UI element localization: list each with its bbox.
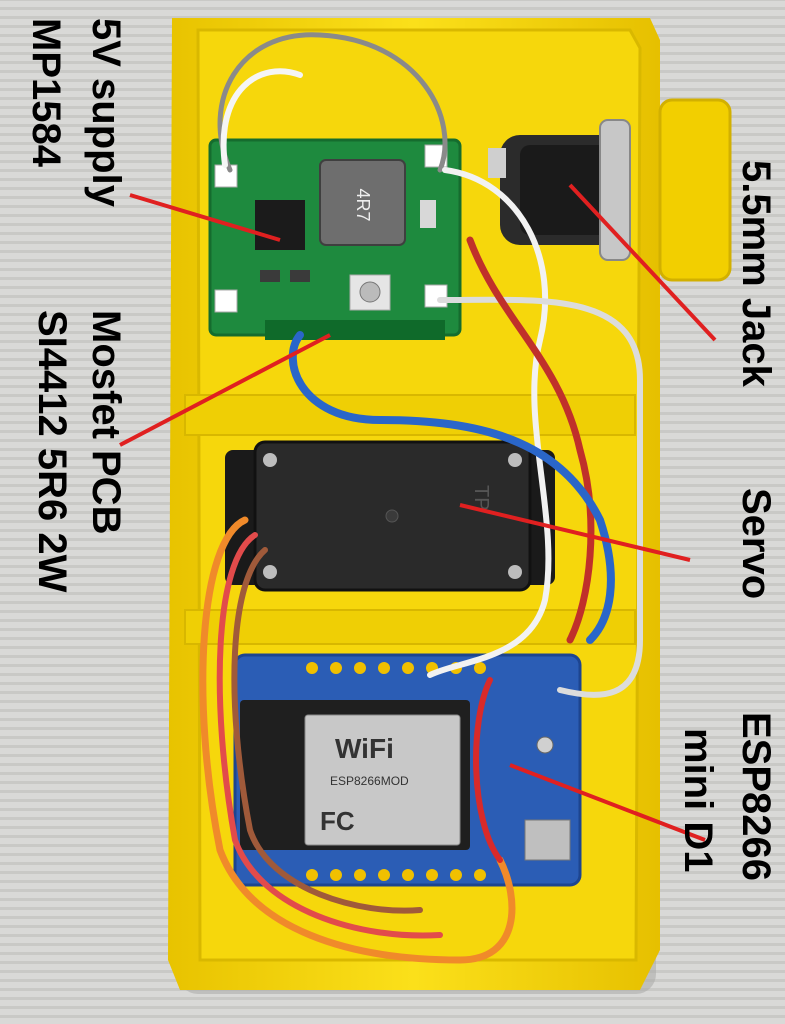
label-mp1584: MP1584 bbox=[24, 18, 68, 167]
label-mini-d1: mini D1 bbox=[676, 728, 720, 873]
fc-mark: FC bbox=[320, 806, 355, 836]
wires bbox=[199, 32, 643, 964]
divider-wall bbox=[184, 394, 636, 436]
jack-boss bbox=[658, 98, 732, 282]
supply-pointer-line bbox=[129, 193, 281, 242]
divider-wall bbox=[184, 609, 636, 645]
servo-pointer-line bbox=[459, 503, 691, 562]
label-jack: 5.5mm Jack bbox=[734, 160, 778, 387]
label-mosfet-pcb: Mosfet PCB bbox=[84, 310, 128, 535]
label-5v-supply: 5V supply bbox=[84, 18, 128, 207]
annotation-lines bbox=[119, 183, 717, 842]
mp1584-pcb: 4R7 bbox=[208, 138, 462, 340]
esp8266-d1-mini: WiFi ESP8266MOD FC bbox=[233, 653, 582, 887]
inductor-marking: 4R7 bbox=[353, 188, 373, 221]
esp-pointer-line bbox=[509, 763, 706, 842]
reset-button bbox=[536, 736, 554, 754]
jack-pointer-line bbox=[568, 183, 717, 342]
module-shield bbox=[304, 714, 461, 846]
wifi-logo: WiFi bbox=[335, 733, 394, 764]
mosfet-pcb bbox=[265, 320, 445, 340]
controller-ic bbox=[255, 200, 305, 250]
servo-brand: TP bbox=[470, 485, 492, 511]
pin-header-bottom bbox=[306, 869, 486, 881]
mosfet-pointer-line bbox=[119, 333, 331, 447]
module-marking: ESP8266MOD bbox=[330, 774, 409, 788]
dc-jack bbox=[488, 119, 631, 261]
label-servo: Servo bbox=[734, 488, 778, 600]
usb-port bbox=[524, 819, 571, 861]
label-mosfet-specs: SI4412 5R6 2W bbox=[30, 310, 74, 593]
servo: TP bbox=[225, 440, 555, 592]
label-esp8266: ESP8266 bbox=[734, 712, 778, 882]
inductor bbox=[319, 159, 406, 246]
